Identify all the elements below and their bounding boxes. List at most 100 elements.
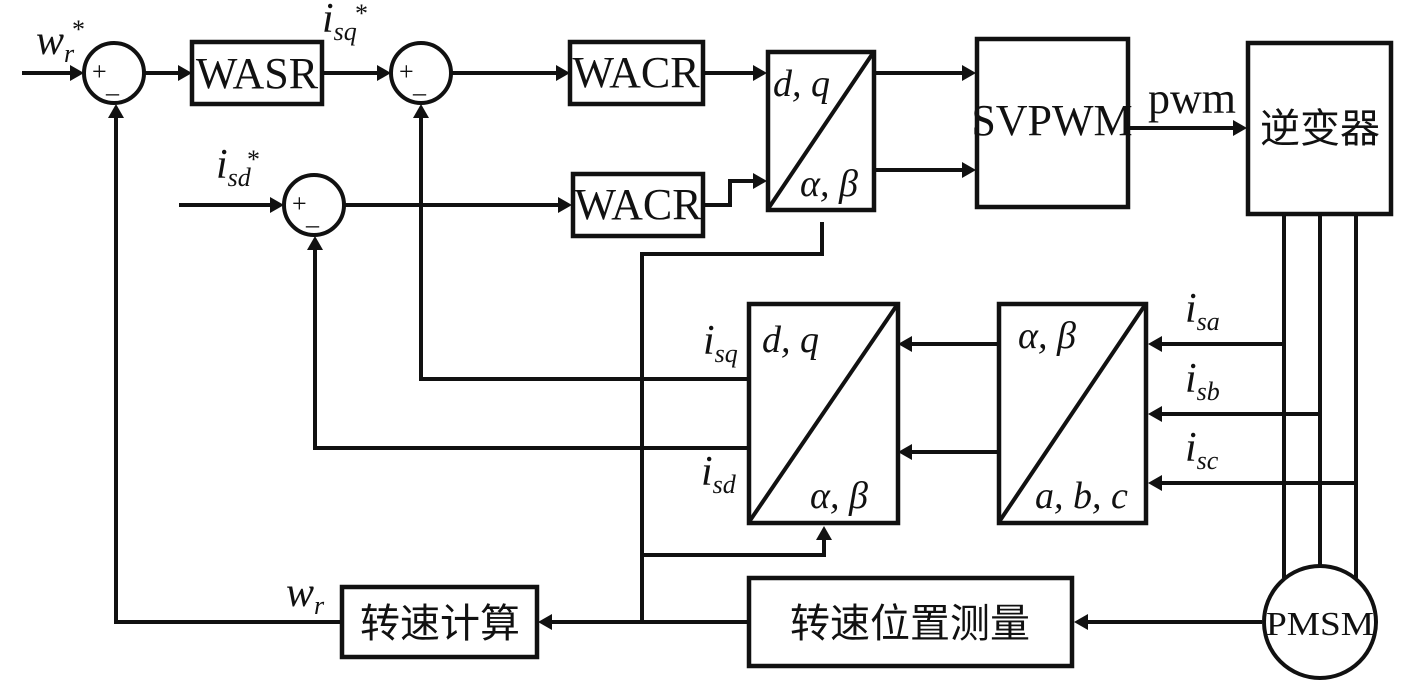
signal-isb: isb (1185, 356, 1220, 406)
wire-theta-invpark (640, 222, 824, 622)
motor-label: PMSM (1266, 606, 1374, 643)
sum-junction-id: + _ (282, 173, 346, 237)
plus-sign: + (292, 189, 307, 218)
motor-pmsm: PMSM (1262, 564, 1378, 680)
svg-text:isq: isq (703, 318, 738, 368)
sum-junction-speed: + _ (82, 41, 146, 105)
block-label: WACR (572, 48, 700, 97)
arrow-icon (1148, 336, 1162, 352)
arrow-icon (108, 104, 124, 118)
signal-base: i (1185, 425, 1197, 471)
signal-sub: sd (713, 470, 737, 499)
arrow-icon (1148, 475, 1162, 491)
minus-sign: _ (412, 69, 427, 98)
signal-wr-ref: wr * (36, 15, 85, 68)
arrow-icon (270, 197, 284, 213)
svg-text:isc: isc (1185, 425, 1219, 475)
transform-clarke: α, β a, b, c (996, 301, 1149, 526)
signal-base: i (1185, 356, 1197, 402)
signal-base: w (286, 570, 314, 616)
arrow-icon (898, 336, 912, 352)
block-inverter: 逆变器 (1245, 40, 1394, 217)
arrow-icon (753, 173, 767, 189)
wire-isd-feedback (313, 244, 748, 450)
transform-bottom-label: α, β (810, 475, 868, 517)
block-wacr-d: WACR (570, 171, 706, 239)
plus-sign: + (92, 57, 107, 86)
minus-sign: _ (305, 201, 320, 230)
signal-sub: r (64, 39, 75, 68)
transform-inverse-park: d, q α, β (765, 49, 877, 213)
arrow-icon (816, 526, 832, 540)
arrow-icon (1148, 406, 1162, 422)
signal-sup: * (355, 0, 368, 28)
arrow-icon (1233, 120, 1247, 136)
svg-text:isa: isa (1185, 286, 1220, 336)
wire-theta-park (642, 535, 826, 557)
signal-base: i (701, 449, 713, 495)
signal-sub: r (314, 591, 325, 620)
signal-sup: * (72, 15, 85, 44)
svg-text:isd: isd (216, 142, 252, 192)
signal-isa: isa (1185, 286, 1220, 336)
svg-text:isb: isb (1185, 356, 1220, 406)
wires (22, 71, 1358, 624)
wire-wacr-d-invpark (703, 179, 760, 207)
minus-sign: _ (105, 69, 120, 98)
block-svpwm: SVPWM (971, 36, 1133, 210)
signal-wr: wr (286, 570, 325, 620)
signal-base: i (1185, 286, 1197, 332)
signal-isc: isc (1185, 425, 1219, 475)
signal-base: i (322, 0, 334, 42)
block-label: 转速位置测量 (790, 601, 1030, 647)
block-label: SVPWM (971, 96, 1132, 145)
svg-text:wr: wr (36, 18, 75, 68)
arrow-icon (70, 65, 84, 81)
arrow-icon (413, 104, 429, 118)
svg-text:wr: wr (286, 570, 325, 620)
signal-sub: sd (228, 163, 252, 192)
signal-sub: sq (334, 17, 357, 46)
block-label: WACR (574, 180, 702, 229)
wire-wr-feedback (114, 112, 342, 624)
arrow-icon (556, 65, 570, 81)
transform-top-label: d, q (762, 319, 819, 361)
transform-top-label: α, β (1018, 315, 1076, 357)
arrow-icon (1074, 614, 1088, 630)
arrow-icon (962, 162, 976, 178)
signal-base: w (36, 18, 64, 64)
signal-sub: sa (1197, 307, 1220, 336)
block-wasr: WASR (189, 39, 325, 107)
signal-sub: sb (1197, 377, 1220, 406)
svg-text:isd: isd (701, 449, 737, 499)
transform-bottom-label: α, β (800, 163, 858, 205)
block-label: WASR (196, 49, 319, 98)
block-wacr-q: WACR (567, 39, 706, 107)
arrow-icon (178, 65, 192, 81)
signal-base: i (216, 142, 228, 188)
sum-junction-iq: + _ (389, 41, 453, 105)
transform-park: d, q α, β (746, 301, 901, 526)
signal-isq-ref: isq * (322, 0, 368, 46)
arrow-icon (307, 236, 323, 250)
signal-isd: isd (701, 449, 737, 499)
signal-sub: sq (715, 339, 738, 368)
arrow-icon (377, 65, 391, 81)
arrow-icon (558, 197, 572, 213)
signal-sup: * (247, 145, 260, 174)
signal-base: i (703, 318, 715, 364)
transform-bottom-label: a, b, c (1035, 475, 1128, 517)
block-label: 转速计算 (360, 601, 520, 647)
signal-sub: sc (1197, 446, 1219, 475)
arrow-icon (753, 65, 767, 81)
block-label: 逆变器 (1260, 106, 1380, 152)
plus-sign: + (399, 57, 414, 86)
transform-top-label: d, q (773, 63, 830, 105)
signal-isd-ref: isd * (216, 142, 260, 192)
arrow-icon (538, 614, 552, 630)
arrow-icon (898, 444, 912, 460)
block-speed-position-measure: 转速位置测量 (746, 575, 1075, 669)
signal-isq: isq (703, 318, 738, 368)
wire-isq-feedback (419, 112, 748, 381)
arrow-icon (962, 65, 976, 81)
